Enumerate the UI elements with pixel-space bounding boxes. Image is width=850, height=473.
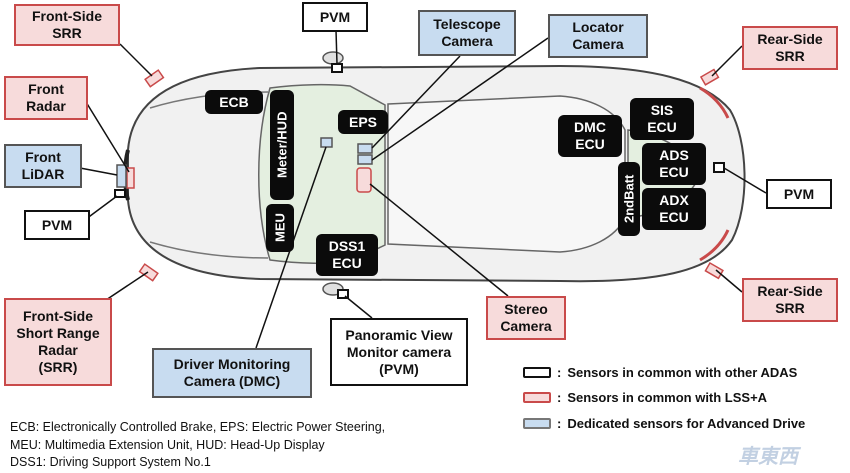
legend-common: : Sensors in common with other ADAS [523,365,797,380]
callout-telescope-camera: Telescope Camera [418,10,516,56]
sensor-pvm-rear [713,162,725,173]
car-rear-light-top [699,86,730,119]
callout-pvm-top: PVM [302,2,368,32]
ecu-dmc: DMC ECU [558,115,622,157]
callout-pvm-left: PVM [24,210,90,240]
legend-separator: : [557,365,562,380]
sensor-stereo-camera [356,167,372,193]
ecu-ads: ADS ECU [642,143,706,185]
callout-front-radar: Front Radar [4,76,88,120]
callout-locator-camera: Locator Camera [548,14,648,58]
callout-pvm-right: PVM [766,179,832,209]
callout-front-side-srr: Front-Side SRR [14,4,120,46]
leader-telescope [371,55,461,149]
legend-dedicated: : Dedicated sensors for Advanced Drive [523,416,805,431]
ecu-adx: ADX ECU [642,188,706,230]
sensor-telescope-camera [357,143,373,154]
leader-pvm-right [723,167,767,194]
callout-rear-side-srr-top: Rear-Side SRR [742,26,838,70]
ecu-dss1: DSS1 ECU [316,234,378,276]
sensor-pvm-front [114,189,126,198]
legend-separator: : [557,416,562,431]
ecu-eps: EPS [338,110,388,134]
ecu-sis: SIS ECU [630,98,694,140]
watermark: 車東西 [738,444,798,468]
footnote-line-2: MEU: Multimedia Extension Unit, HUD: Hea… [10,438,325,452]
callout-front-lidar: Front LiDAR [4,144,82,188]
callout-rear-side-srr-bottom: Rear-Side SRR [742,278,838,322]
footnote-line-3: DSS1: Driving Support System No.1 [10,455,211,469]
legend-swatch-common [523,367,551,378]
car-rear-light-bottom [699,229,730,262]
leader-rear-side-srr-top [711,45,743,77]
legend-separator: : [557,390,562,405]
callout-stereo-camera: Stereo Camera [486,296,566,340]
sensor-pvm-right-mirror [337,289,349,299]
sensor-locator-camera [357,154,373,165]
leader-pvm-bottom [344,295,373,319]
leader-rear-side-srr-bottom [715,269,743,293]
legend-swatch-dedicated [523,418,551,429]
legend-label-dedicated: Dedicated sensors for Advanced Drive [567,416,806,431]
footnote-line-1: ECB: Electronically Controlled Brake, EP… [10,420,386,434]
sensor-dmc [320,137,333,148]
leader-front-side-srr [119,43,153,77]
ecu-ecb: ECB [205,90,263,114]
leader-front-lidar [79,167,118,176]
leader-front-radar [85,101,130,173]
legend-lss: : Sensors in common with LSS+A [523,390,767,405]
legend-swatch-lss [523,392,551,403]
sensor-rear-side-srr-bottom [704,262,724,280]
callout-driver-monitoring-camera: Driver Monitoring Camera (DMC) [152,348,312,398]
sensor-pvm-left-mirror [331,63,343,73]
car-hood-line-bottom [149,241,269,259]
sensor-front-lidar [116,164,127,188]
callout-front-side-short-range-radar: Front-Side Short Range Radar (SRR) [4,298,112,386]
ecu-second-batt: 2ndBatt [618,162,640,236]
sensor-front-side-srr-bottom [138,263,159,282]
ecu-meu: MEU [266,204,294,252]
legend-label-lss: Sensors in common with LSS+A [567,390,768,405]
callout-panoramic-view-monitor: Panoramic View Monitor camera (PVM) [330,318,468,386]
leader-locator [371,37,549,161]
sensor-front-radar [126,167,135,189]
ecu-meter-hud: Meter/HUD [270,90,294,200]
leader-stereo [369,183,509,297]
mirror-left [322,51,344,65]
leader-pvm-top [335,29,338,65]
legend-label-common: Sensors in common with other ADAS [567,365,798,380]
